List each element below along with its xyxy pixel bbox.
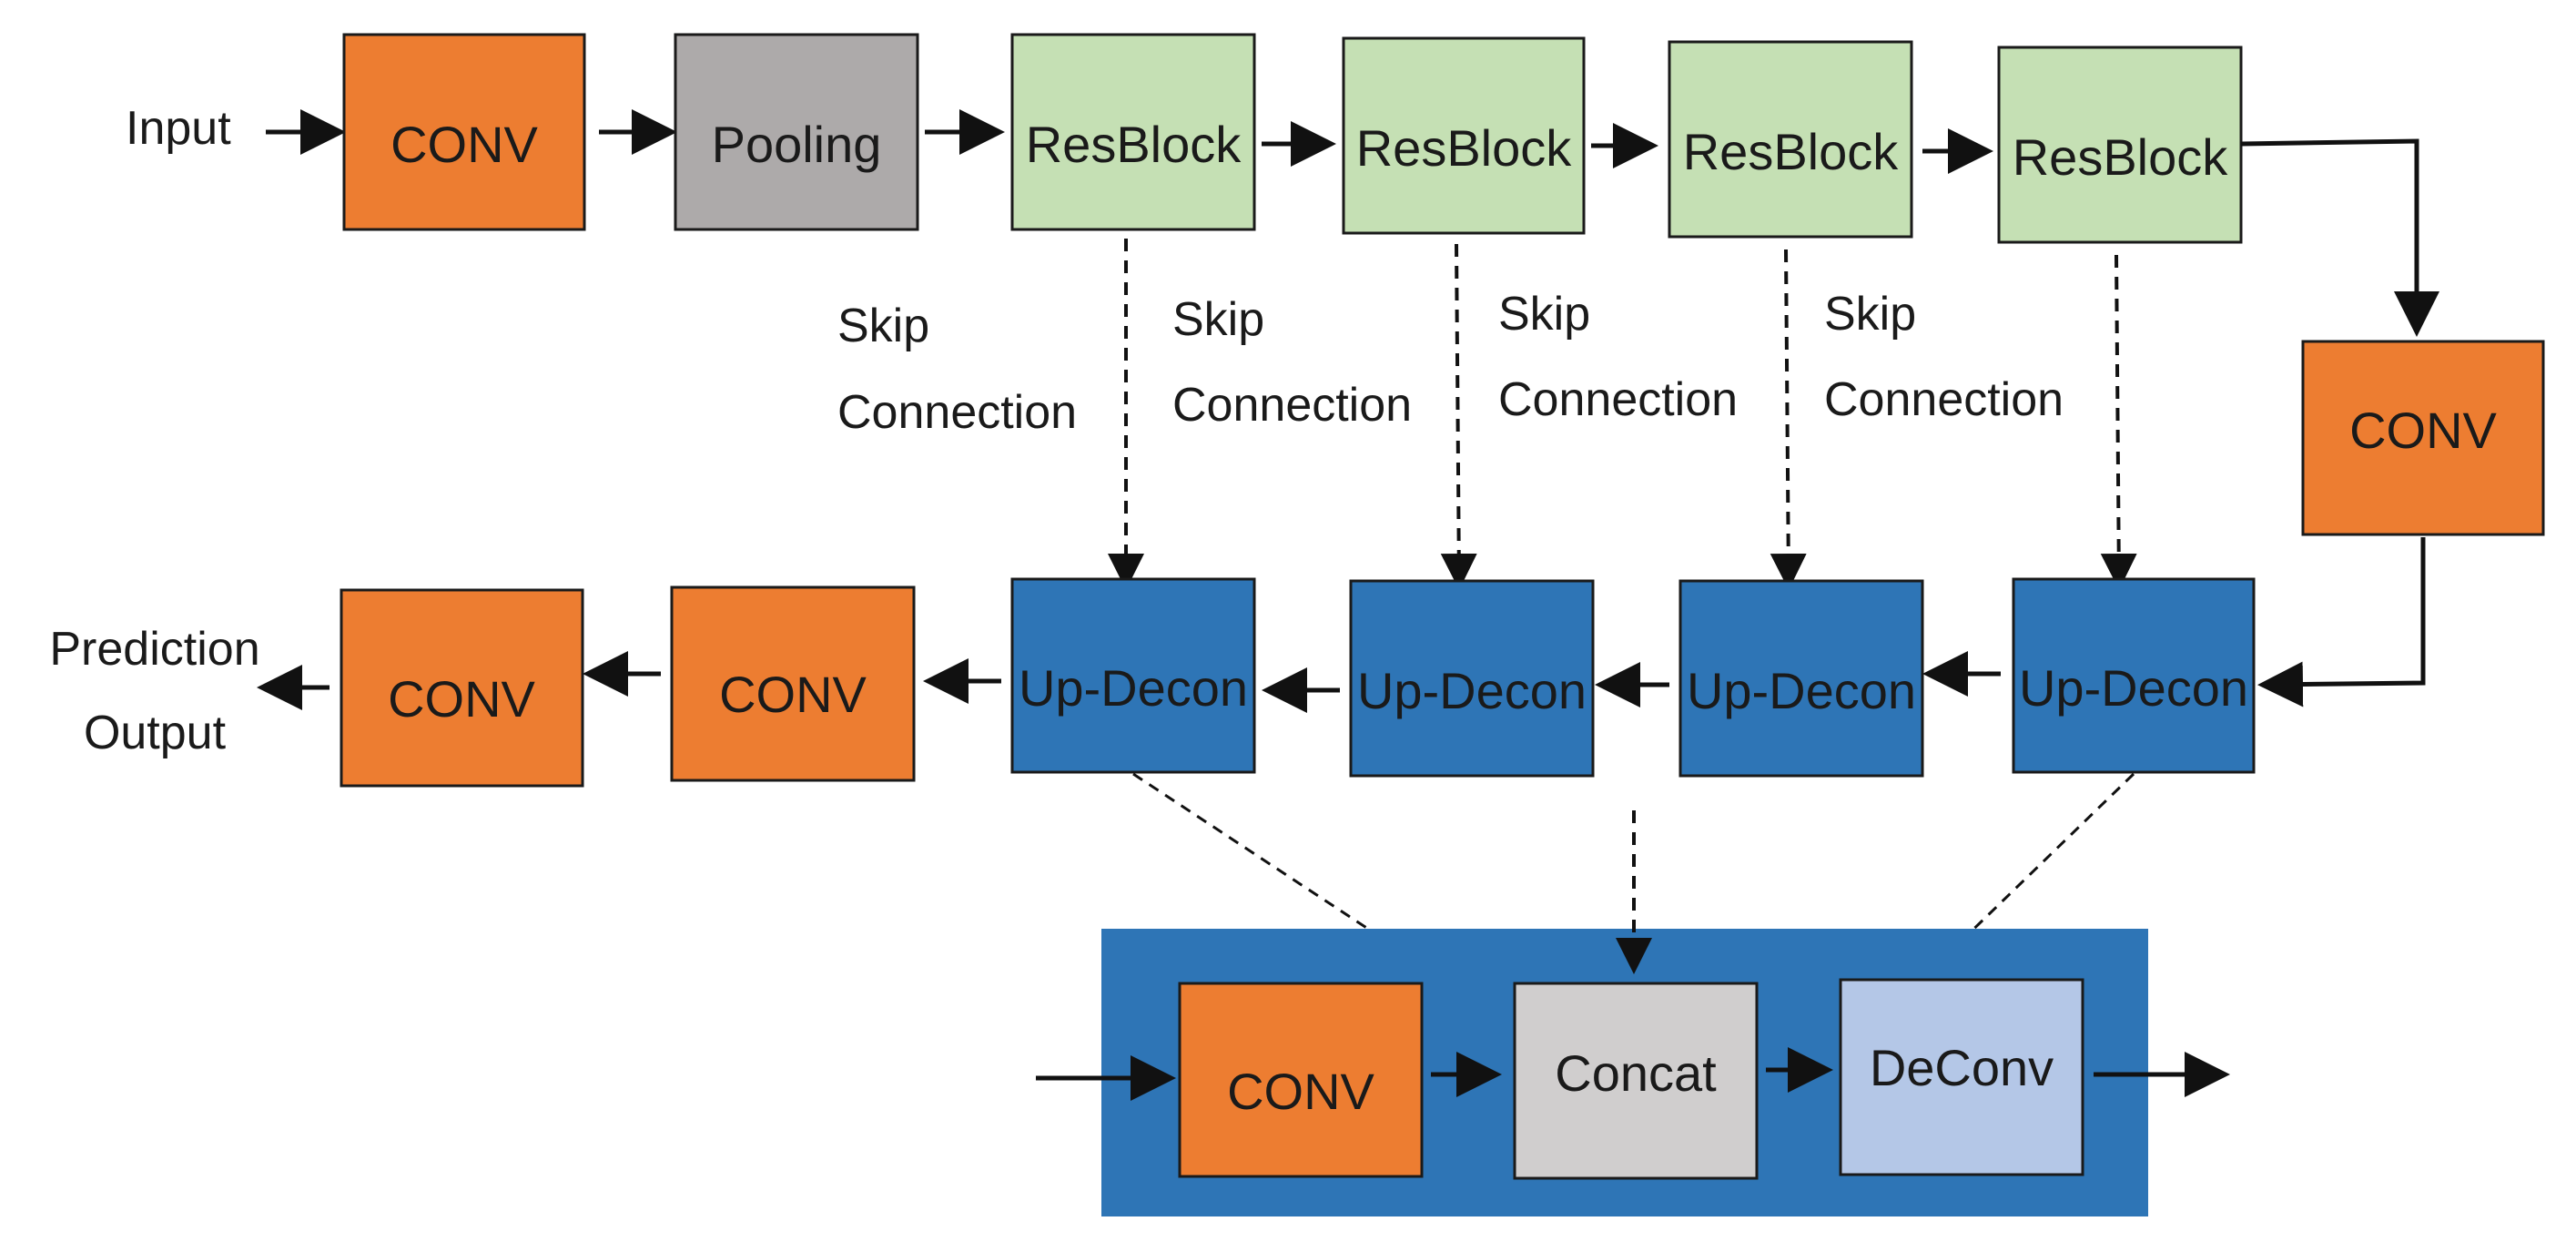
resblock-4-label: ResBlock <box>2013 128 2229 186</box>
svg-text:Connection: Connection <box>1172 379 1412 432</box>
svg-text:Skip: Skip <box>1498 288 1590 341</box>
resblock-1: ResBlock <box>1010 33 1256 231</box>
updecon-3: Up-Decon <box>1678 579 1924 778</box>
decoder-conv-b-label: CONV <box>719 666 867 723</box>
module-guide-right <box>1955 772 2135 947</box>
updecon-1: Up-Decon <box>1010 577 1256 774</box>
svg-text:Output: Output <box>84 707 227 759</box>
concat-block: Concat <box>1513 982 1759 1180</box>
skip-label-3: Skip Connection <box>1498 288 1738 426</box>
encoder-conv-label: CONV <box>390 116 538 173</box>
resblock-2: ResBlock <box>1342 36 1586 235</box>
decoder-conv-a-label: CONV <box>388 670 535 728</box>
deconv-label: DeConv <box>1870 1039 2054 1096</box>
module-conv-label: CONV <box>1227 1063 1374 1120</box>
prediction-output-label: Prediction Output <box>49 623 259 759</box>
skip-label-4: Skip Connection <box>1824 288 2064 426</box>
svg-text:Skip: Skip <box>1824 288 1916 341</box>
resblock-3: ResBlock <box>1668 40 1913 239</box>
decoder-conv-a-block: CONV <box>340 588 584 788</box>
svg-text:Connection: Connection <box>1498 373 1738 426</box>
resblock-3-label: ResBlock <box>1683 123 1900 180</box>
updecon-1-label: Up-Decon <box>1019 659 1248 717</box>
bridge-conv-label: CONV <box>2349 402 2497 459</box>
resblock-2-label: ResBlock <box>1356 119 1573 177</box>
updecon-4-label: Up-Decon <box>2019 659 2248 717</box>
updecon-2-label: Up-Decon <box>1357 662 1587 719</box>
concat-label: Concat <box>1555 1044 1717 1102</box>
decoder-conv-b-block: CONV <box>670 585 916 782</box>
skip-label-2: Skip Connection <box>1172 293 1412 432</box>
module-conv-block: CONV <box>1178 982 1424 1178</box>
updecon-3-label: Up-Decon <box>1687 662 1916 719</box>
pooling-block: Pooling <box>674 33 919 231</box>
encoder-conv-block: CONV <box>342 33 586 231</box>
skip-label-1: Skip Connection <box>837 300 1077 439</box>
svg-text:Connection: Connection <box>1824 373 2064 426</box>
updecon-2: Up-Decon <box>1349 579 1595 778</box>
arrow-bridge-conv-to-updecon-4 <box>2257 537 2426 707</box>
pooling-label: Pooling <box>712 116 882 173</box>
svg-text:Skip: Skip <box>1172 293 1264 346</box>
svg-text:Connection: Connection <box>837 386 1077 439</box>
svg-text:Skip: Skip <box>837 300 929 352</box>
skip-connection-2 <box>1440 243 1477 590</box>
arrow-resblock-4-to-bridge-conv <box>2240 138 2439 337</box>
svg-text:Prediction: Prediction <box>49 623 259 676</box>
updecon-4: Up-Decon <box>2012 577 2256 774</box>
module-guide-left <box>1132 772 1380 938</box>
input-label: Input <box>126 102 231 155</box>
skip-connection-3 <box>1770 249 1807 590</box>
bridge-conv-block: CONV <box>2301 340 2545 536</box>
skip-connection-4 <box>2100 254 2137 590</box>
deconv-block: DeConv <box>1839 978 2084 1176</box>
resblock-4: ResBlock <box>1997 46 2243 244</box>
resblock-1-label: ResBlock <box>1026 116 1242 173</box>
